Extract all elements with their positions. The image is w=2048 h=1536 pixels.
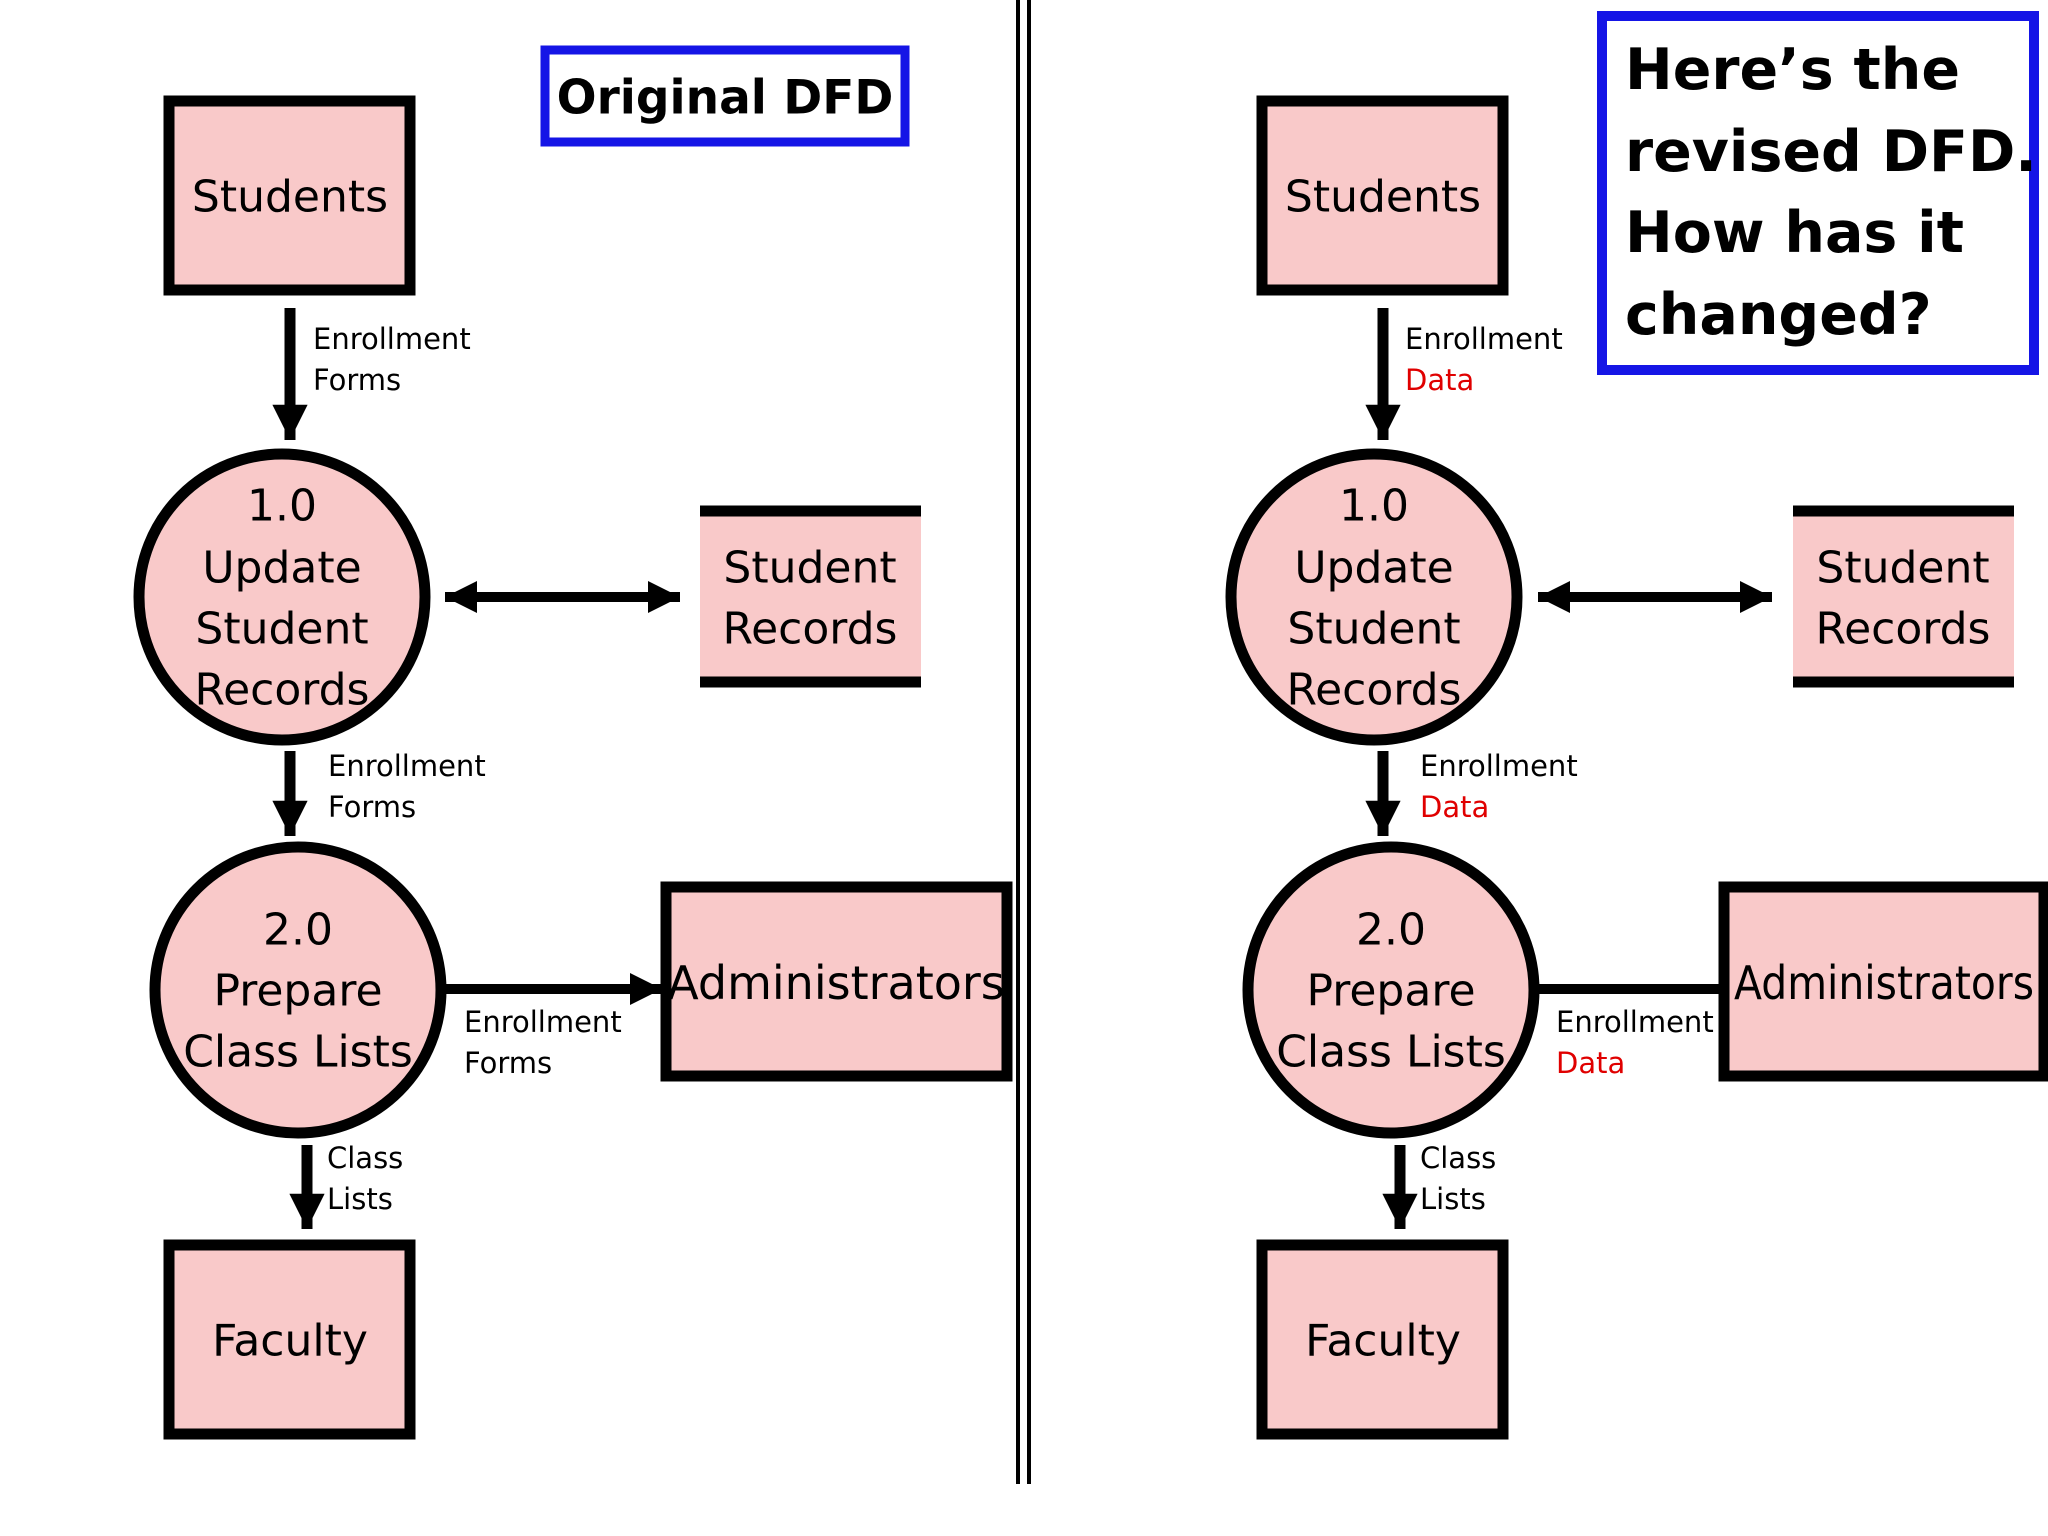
flow-label-line-2: Forms [328, 790, 416, 824]
administrators-entity-box [1718, 881, 2048, 1082]
process-1-number: 1.0 [247, 481, 317, 532]
student-records-store: Student Records [1793, 505, 2014, 688]
process-2-number: 2.0 [263, 905, 333, 956]
process-1-number: 1.0 [1339, 481, 1409, 532]
flow-label-line-1: Class [1420, 1141, 1496, 1175]
flow-process-2-to-administrators: Enrollment Data [1535, 972, 1752, 1080]
flow-label: Enrollment Data [1405, 322, 1572, 397]
flow-process-2-to-administrators: Enrollment Forms [442, 972, 662, 1080]
flow-label: Class Lists [1420, 1141, 1506, 1216]
process-2-circle [1242, 841, 1540, 1139]
students-entity: Students [163, 95, 416, 296]
faculty-entity-label: Faculty [212, 1316, 368, 1367]
process-2-circle [149, 841, 447, 1139]
administrators-entity-label: Administrators [1734, 956, 2034, 1010]
callout-box-frame [1597, 11, 2039, 375]
callout-line-4: changed? [1625, 282, 1932, 348]
process-1-name-line-3: Records [1287, 665, 1462, 716]
flow-label: Enrollment Forms [328, 749, 495, 824]
process-1-name-line-2: Student [195, 604, 368, 655]
revised-dfd-callout-box: Here’s the revised DFD. How has it chang… [1597, 11, 2039, 375]
flow-label-line-1: Enrollment [1420, 749, 1578, 783]
process-1-name-line-1: Update [202, 543, 361, 594]
flow-label-line-1: Enrollment [1556, 1005, 1714, 1039]
store-fill [700, 508, 921, 682]
store-label-line-1: Student [723, 543, 896, 594]
students-entity: Students [1256, 95, 1509, 296]
flow-label: Enrollment Forms [464, 1005, 631, 1080]
flow-label: Class Lists [327, 1141, 413, 1216]
store-fill [1793, 508, 2014, 682]
process-2-name-line-1: Prepare [1306, 966, 1475, 1017]
administrators-entity-box [660, 881, 1013, 1082]
administrators-entity: Administrators [660, 881, 1013, 1082]
callout-line-2: revised DFD. [1625, 119, 2037, 185]
flow-label-line-1: Class [327, 1141, 403, 1175]
flow-process-1-to-process-2: Enrollment Data [1365, 749, 1587, 836]
flow-process-2-to-faculty: Class Lists [1382, 1141, 1506, 1229]
callout-line-3: How has it [1625, 200, 1964, 266]
flow-label-line-2-changed: Data [1405, 363, 1474, 397]
process-2-name-line-2: Class Lists [1276, 1027, 1506, 1078]
flow-label-line-1: Enrollment [1405, 322, 1563, 356]
administrators-entity: Administrators [1718, 881, 2048, 1082]
students-entity-label: Students [192, 172, 388, 223]
flow-label-line-2-changed: Data [1420, 790, 1489, 824]
students-entity-box [1256, 95, 1509, 296]
students-entity-label: Students [1285, 172, 1481, 223]
callout-line-1: Here’s the [1625, 37, 1960, 103]
store-label-line-2: Records [723, 604, 898, 655]
process-1-name-line-3: Records [195, 665, 370, 716]
flow-label-line-1: Enrollment [313, 322, 471, 356]
flow-label: Enrollment Data [1420, 749, 1587, 824]
process-1-update-student-records: 1.0 Update Student Records [133, 448, 431, 746]
process-2-name-line-2: Class Lists [183, 1027, 413, 1078]
faculty-entity-label: Faculty [1305, 1316, 1461, 1367]
process-1-name-line-2: Student [1287, 604, 1460, 655]
flow-label-line-2: Lists [1420, 1182, 1486, 1216]
flow-process-1-to-process-2: Enrollment Forms [272, 749, 495, 836]
faculty-entity: Faculty [163, 1239, 416, 1440]
flow-label-line-2-changed: Data [1556, 1046, 1625, 1080]
process-1-circle [1225, 448, 1523, 746]
administrators-entity-label: Administrators [667, 956, 1005, 1010]
panel-divider [1016, 0, 1031, 1484]
title-box-frame [540, 45, 910, 147]
revised-dfd-panel: Here’s the revised DFD. How has it chang… [1225, 11, 2048, 1440]
process-1-circle [133, 448, 431, 746]
process-2-prepare-class-lists: 2.0 Prepare Class Lists [1242, 841, 1540, 1139]
original-dfd-title: Original DFD [557, 71, 894, 126]
process-1-update-student-records: 1.0 Update Student Records [1225, 448, 1523, 746]
flow-students-to-process-1: Enrollment Forms [272, 308, 480, 440]
process-1-name-line-1: Update [1294, 543, 1453, 594]
flow-label-line-2: Forms [313, 363, 401, 397]
flow-process-2-to-faculty: Class Lists [289, 1141, 413, 1229]
flow-label: Enrollment Forms [313, 322, 480, 397]
flow-label: Enrollment Data [1556, 1005, 1723, 1080]
student-records-store: Student Records [700, 505, 921, 688]
faculty-entity-box [1256, 1239, 1509, 1440]
flow-label-line-2: Lists [327, 1182, 393, 1216]
flow-label-line-1: Enrollment [464, 1005, 622, 1039]
process-2-number: 2.0 [1356, 905, 1426, 956]
process-2-name-line-1: Prepare [213, 966, 382, 1017]
students-entity-box [163, 95, 416, 296]
flow-label-line-2: Forms [464, 1046, 552, 1080]
original-dfd-panel: Original DFD Students Enrollment Forms 1… [133, 45, 1013, 1440]
original-dfd-title-box: Original DFD [540, 45, 910, 147]
faculty-entity: Faculty [1256, 1239, 1509, 1440]
process-2-prepare-class-lists: 2.0 Prepare Class Lists [149, 841, 447, 1139]
faculty-entity-box [163, 1239, 416, 1440]
store-label-line-1: Student [1816, 543, 1989, 594]
store-label-line-2: Records [1816, 604, 1991, 655]
flow-label-line-1: Enrollment [328, 749, 486, 783]
flow-students-to-process-1: Enrollment Data [1365, 308, 1572, 440]
